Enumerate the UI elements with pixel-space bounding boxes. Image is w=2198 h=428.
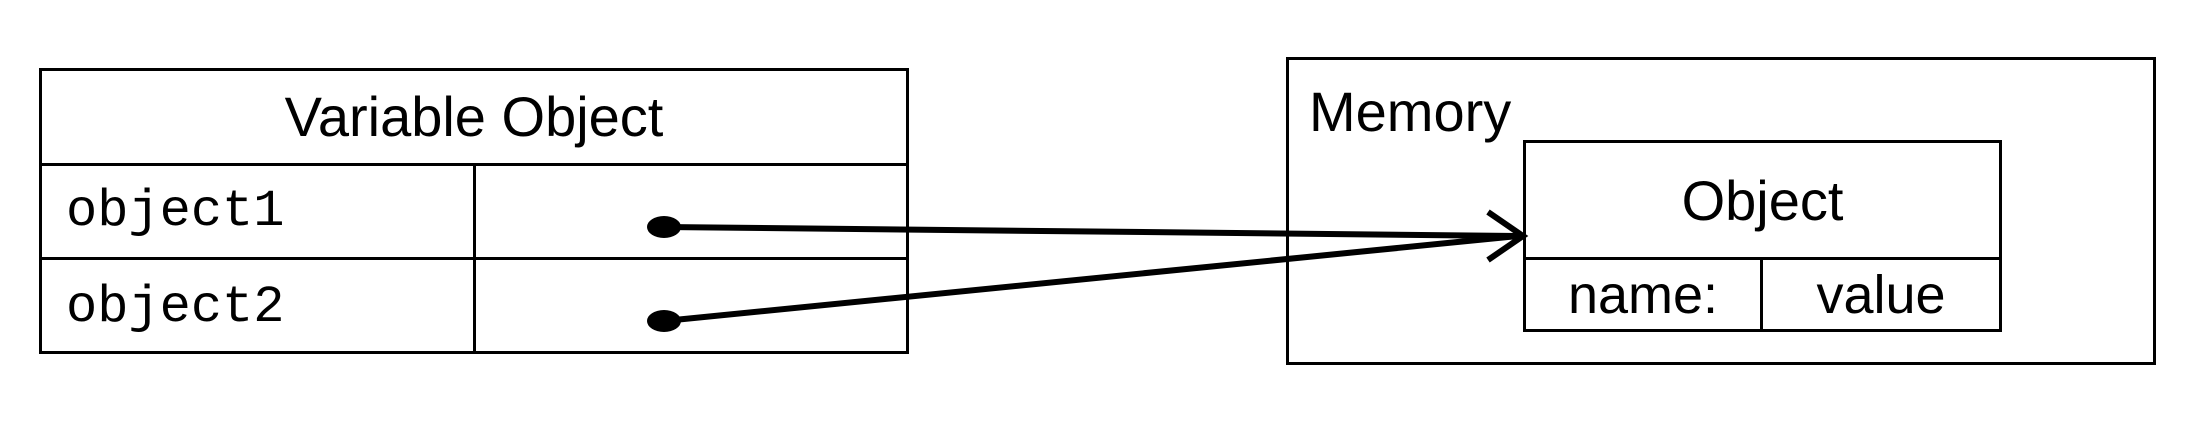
- arrowhead-icon: [1486, 209, 1529, 263]
- reference-arrow-object2: [663, 233, 1519, 324]
- object-property-value: value: [1816, 264, 1946, 325]
- object-property-key: name:: [1567, 264, 1719, 325]
- variable-object-title: Variable Object: [284, 85, 664, 148]
- memory-label: Memory: [1309, 80, 1512, 143]
- table-column-divider: [473, 163, 476, 354]
- reference-arrow-object1: [663, 224, 1519, 239]
- variable-name-object1: object1: [66, 182, 285, 241]
- memory-object-title: Object: [1681, 168, 1844, 232]
- memory-container: [1286, 57, 2156, 365]
- variable-name-object2: object2: [66, 277, 285, 337]
- object-column-divider: [1760, 257, 1763, 332]
